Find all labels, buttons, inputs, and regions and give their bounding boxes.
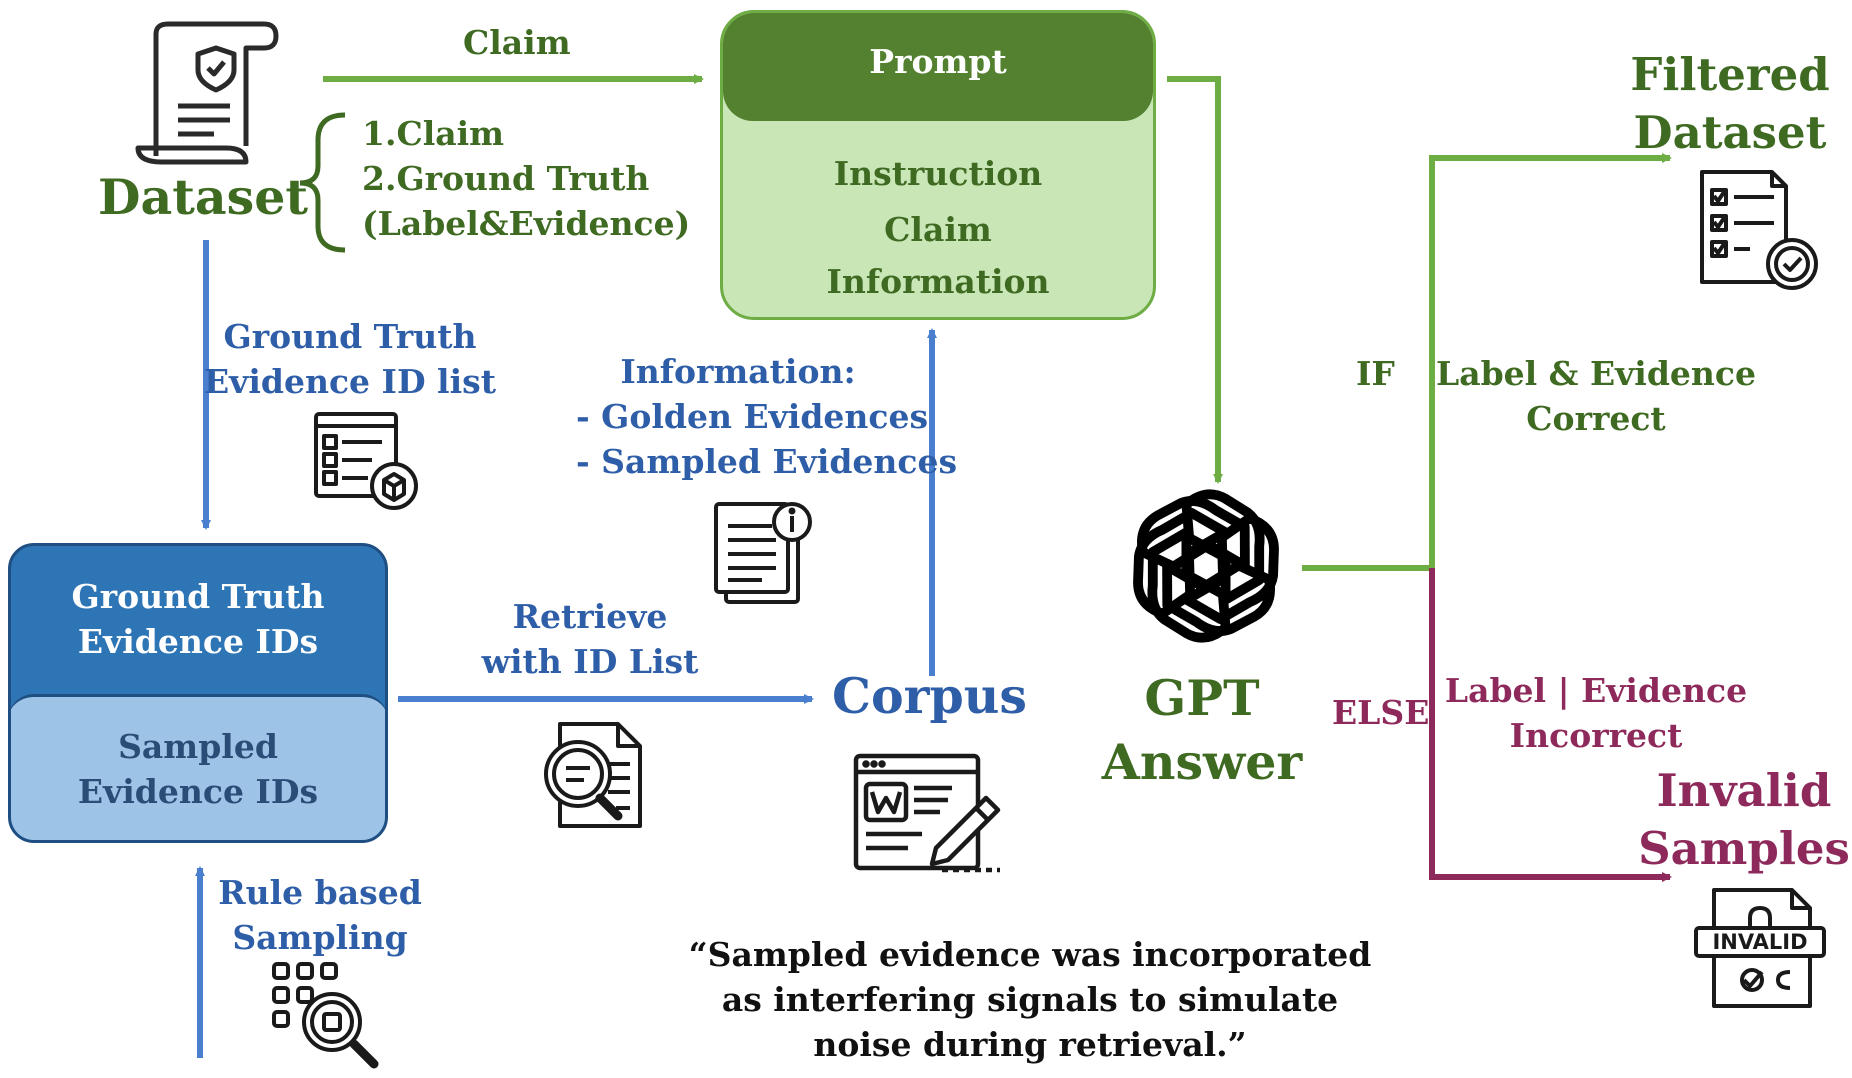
filtered-label-line-2: Dataset (1633, 106, 1827, 159)
information-title: Information: (620, 352, 856, 391)
else-branch-arrow (1429, 568, 1672, 882)
prompt-line-instruction: Instruction (833, 154, 1043, 193)
if-label: IF (1356, 354, 1395, 393)
prompt-line-information: Information (826, 262, 1050, 301)
corpus-label: Corpus (832, 667, 1027, 725)
incorrect-label-line-1: Label | Evidence (1444, 671, 1748, 710)
dataset-item-claim: 1.Claim (362, 114, 505, 153)
correct-label-line-1: Label & Evidence (1436, 354, 1756, 393)
correct-label-line-2: Correct (1526, 399, 1666, 438)
retrieve-label-line-2: with ID List (481, 642, 699, 681)
checklist-box-icon (314, 412, 418, 510)
grid-search-icon (272, 962, 379, 1069)
document-info-icon (714, 502, 812, 604)
dataset-brace (299, 112, 346, 253)
dataset-item-label-evidence: (Label&Evidence) (362, 204, 691, 243)
quote-line-1: “Sampled evidence was incorporated (688, 935, 1372, 974)
information-item-golden: - Golden Evidences (576, 397, 929, 436)
gt-ids-line-2: Evidence IDs (77, 622, 319, 661)
gt-list-label-line-1: Ground Truth (223, 317, 477, 356)
quote-line-2: as interfering signals to simulate (721, 980, 1339, 1019)
rule-label-line-1: Rule based (218, 873, 422, 912)
invalid-file-icon: INVALID (1694, 888, 1826, 1008)
gpt-label-line-2: Answer (1101, 733, 1303, 791)
prompt-header (723, 13, 1153, 121)
else-label: ELSE (1332, 693, 1430, 732)
sampled-ids-line-1: Sampled (118, 727, 278, 766)
gt-list-label-line-2: Evidence ID list (204, 362, 496, 401)
document-search-icon (544, 722, 642, 828)
word-document-edit-icon (853, 753, 1001, 873)
claim-arrow-label: Claim (463, 23, 571, 62)
if-branch-arrow (1429, 153, 1672, 568)
certificate-scroll-icon (135, 21, 279, 165)
sampled-ids-line-2: Evidence IDs (77, 772, 319, 811)
quote-line-3: noise during retrieval.” (813, 1025, 1247, 1064)
gpt-label-line-1: GPT (1144, 669, 1260, 727)
gt-ids-line-1: Ground Truth (71, 577, 325, 616)
prompt-box: Prompt Instruction Claim Information (720, 10, 1156, 320)
dataset-item-ground-truth: 2.Ground Truth (362, 159, 650, 198)
sampled-ids-panel (11, 694, 385, 840)
invalid-label-line-1: Invalid (1656, 764, 1832, 817)
prompt-header-label: Prompt (869, 42, 1007, 81)
prompt-to-gpt-arrow (1167, 76, 1223, 484)
prompt-line-claim: Claim (884, 210, 992, 249)
incorrect-label-line-2: Incorrect (1509, 716, 1683, 755)
evidence-ids-box: Ground Truth Evidence IDs Sampled Eviden… (8, 543, 388, 843)
checklist-approved-icon (1700, 170, 1818, 290)
filtered-label-line-1: Filtered (1630, 48, 1830, 101)
openai-logo-icon (1133, 489, 1279, 643)
rule-label-line-2: Sampling (232, 918, 408, 957)
invalid-label-line-2: Samples (1638, 822, 1850, 875)
retrieve-label-line-1: Retrieve (512, 597, 668, 636)
invalid-stamp-text: INVALID (1712, 930, 1807, 954)
dataset-title: Dataset (98, 168, 309, 226)
information-item-sampled: - Sampled Evidences (576, 442, 958, 481)
